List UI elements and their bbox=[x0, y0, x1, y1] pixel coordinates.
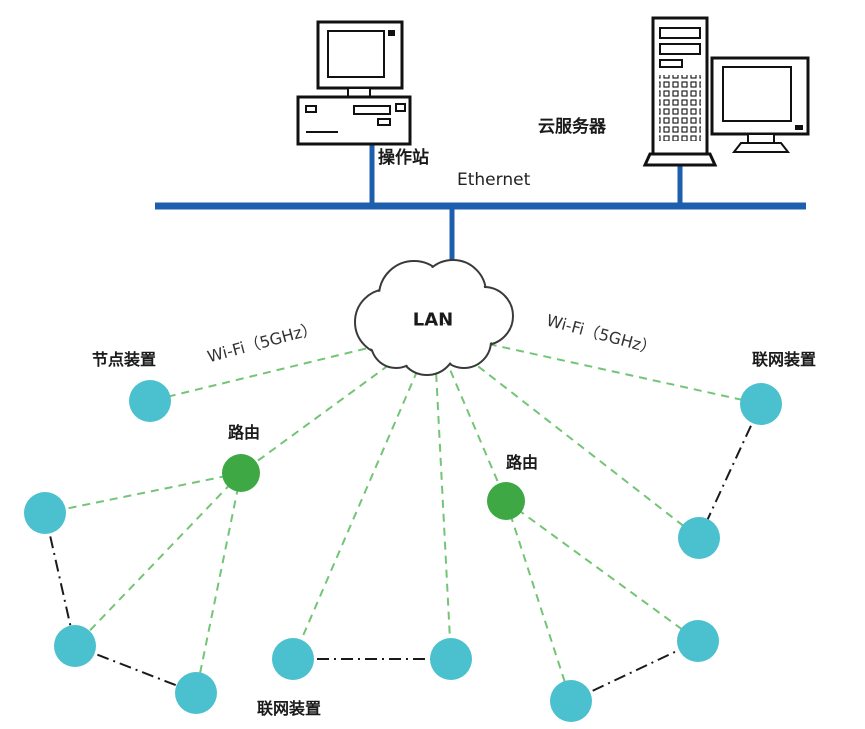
wired-links bbox=[44, 403, 762, 702]
wired-link-node-bottom-right--node-right-lower bbox=[570, 640, 699, 702]
node-top-left bbox=[129, 380, 171, 422]
router-right bbox=[487, 482, 525, 520]
lan-label: LAN bbox=[412, 309, 454, 331]
wireless-link-router-right--node-bottom-right bbox=[505, 500, 572, 702]
wireless-link-router-left--node-bottom-left-2 bbox=[195, 472, 242, 694]
operator-station-label: 操作站 bbox=[378, 148, 429, 168]
node-bottom-right bbox=[550, 680, 592, 722]
router-left bbox=[222, 454, 260, 492]
wireless-links bbox=[44, 331, 762, 702]
router-left-label: 路由 bbox=[228, 423, 261, 442]
lan-cloud bbox=[354, 259, 514, 376]
node-bottom-mid-1 bbox=[272, 638, 314, 680]
cloud-server-label: 云服务器 bbox=[538, 117, 606, 137]
wireless-link-router-left--node-left bbox=[44, 472, 242, 514]
wired-link-node-top-right--node-right-upper bbox=[698, 403, 762, 539]
wired-link-node-left--node-bottom-left-1 bbox=[44, 512, 76, 647]
node-top-right bbox=[740, 383, 782, 425]
wireless-link-lan--router-left bbox=[240, 331, 435, 474]
router-right-label: 路由 bbox=[506, 453, 539, 472]
operator-station-icon bbox=[296, 20, 412, 146]
networked-device-bottom-label: 联网装置 bbox=[257, 699, 322, 718]
cloud-server-icon bbox=[642, 16, 810, 167]
node-device-label: 节点装置 bbox=[92, 350, 157, 369]
wireless-link-router-right--node-right-lower bbox=[505, 500, 699, 642]
node-right-upper bbox=[678, 517, 720, 559]
wireless-link-lan--node-bottom-mid-1 bbox=[292, 331, 435, 660]
node-bottom-left-2 bbox=[175, 672, 217, 714]
ethernet-label: Ethernet bbox=[457, 170, 531, 190]
node-left bbox=[24, 492, 66, 534]
wireless-link-lan--node-bottom-mid-2 bbox=[433, 331, 452, 660]
node-right-lower bbox=[677, 620, 719, 662]
networked-device-top-label: 联网装置 bbox=[752, 350, 817, 369]
node-bottom-mid-2 bbox=[430, 638, 472, 680]
node-bottom-left-1 bbox=[54, 625, 96, 667]
device-nodes bbox=[24, 380, 782, 722]
wireless-link-router-left--node-bottom-left-1 bbox=[74, 472, 242, 647]
